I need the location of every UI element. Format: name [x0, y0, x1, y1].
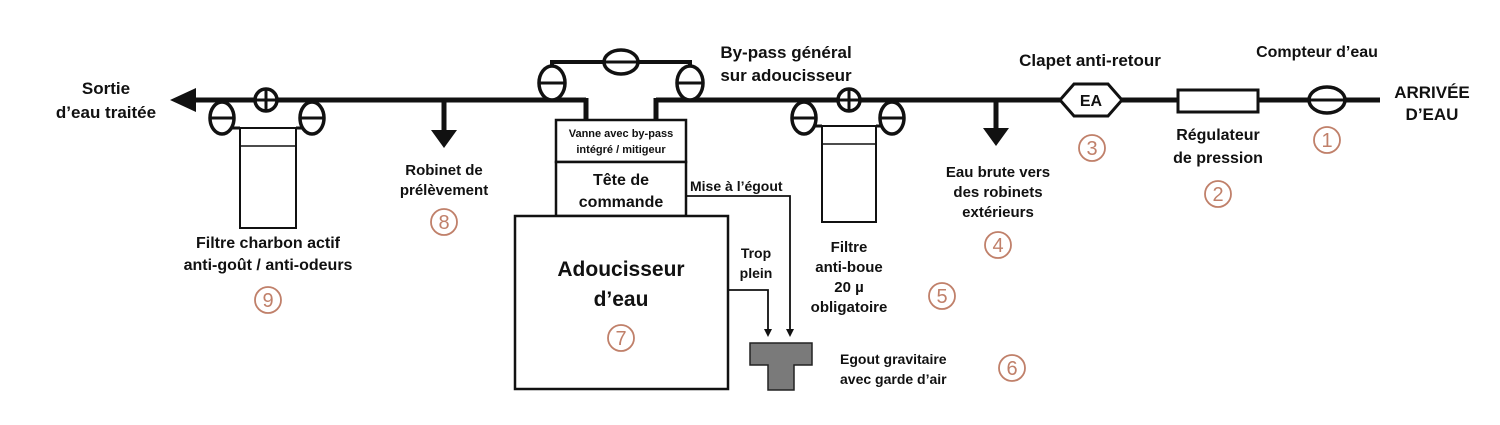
clapet-label: Clapet anti-retour: [1019, 51, 1161, 70]
water-meter: Compteur d’eau 1: [1256, 44, 1378, 154]
charcoal-filter: Filtre charbon actif anti-goût / anti-od…: [184, 87, 353, 314]
badge-6: 6: [1006, 358, 1017, 380]
eau-brute-line-3: extérieurs: [962, 204, 1034, 221]
adoucisseur-line-1: Adoucisseur: [557, 258, 684, 281]
softener-tank: Adoucisseur d’eau 7: [513, 214, 730, 391]
general-bypass-loop: [537, 48, 705, 102]
badge-5: 5: [936, 286, 947, 308]
water-inlet: ARRIVÉE D’EAU: [1394, 83, 1470, 124]
badge-4: 4: [992, 235, 1003, 257]
check-valve: EA Clapet anti-retour 3: [1019, 51, 1161, 162]
regulateur-line-2: de pression: [1173, 150, 1263, 167]
badge-8: 8: [438, 212, 449, 234]
bypass-line-2: sur adoucisseur: [720, 66, 852, 85]
ea-label: EA: [1080, 93, 1103, 110]
trop-plein-line-2: plein: [740, 265, 773, 281]
pressure-regulator: Régulateur de pression 2: [1173, 88, 1263, 208]
arrivee-line-1: ARRIVÉE: [1394, 83, 1470, 102]
badge-7-circle: [607, 324, 635, 352]
drain-lines: Mise à l’égout Trop plein: [686, 178, 794, 337]
badge-1-circle: [1313, 126, 1341, 154]
badge-7: 7: [615, 328, 626, 350]
badge-4-circle: [984, 231, 1012, 259]
mise-egout-label: Mise à l’égout: [690, 178, 783, 194]
badge-2: 2: [1212, 184, 1223, 206]
badge-2-circle: [1204, 180, 1232, 208]
regulateur-line-1: Régulateur: [1176, 127, 1260, 144]
treated-water-outlet: Sortie d’eau traitée: [56, 79, 156, 122]
badge-8-circle: [430, 208, 458, 236]
egout-line-2: avec garde d’air: [840, 371, 947, 387]
eau-brute-line-2: des robinets: [953, 184, 1042, 201]
compteur-label: Compteur d’eau: [1256, 44, 1378, 61]
filtre-boue-line-1: Filtre: [831, 239, 868, 256]
badge-6-circle: [998, 354, 1026, 382]
filtre-charbon-line-1: Filtre charbon actif: [196, 235, 341, 252]
badge-9-circle: [254, 286, 282, 314]
tete-line-1: Tête de: [593, 172, 649, 189]
vanne-line-1: Vanne avec by-pass: [569, 128, 674, 140]
filtre-boue-line-4: obligatoire: [811, 299, 888, 316]
badge-5-circle: [928, 282, 956, 310]
eau-brute-line-1: Eau brute vers: [946, 164, 1050, 181]
trop-plein-line-1: Trop: [741, 245, 771, 261]
valve-connections: [583, 98, 659, 120]
gravity-drain: Egout gravitaire avec garde d’air 6: [749, 342, 1026, 391]
sortie-line-2: d’eau traitée: [56, 103, 156, 122]
badge-1: 1: [1321, 130, 1332, 152]
bypass-general-label: By-pass général sur adoucisseur: [720, 43, 852, 85]
filtre-charbon-line-2: anti-goût / anti-odeurs: [184, 257, 353, 274]
badge-3-circle: [1078, 134, 1106, 162]
badge-3: 3: [1086, 138, 1097, 160]
tete-line-2: commande: [579, 194, 664, 211]
vanne-line-2: intégré / mitigeur: [576, 144, 666, 156]
robinet-line-2: prélèvement: [400, 182, 488, 199]
filtre-boue-line-2: anti-boue: [815, 259, 883, 276]
filtre-boue-line-3: 20 µ: [834, 279, 864, 296]
control-valve: Vanne avec by-pass intégré / mitigeur: [554, 118, 688, 164]
bypass-line-1: By-pass général: [720, 43, 851, 62]
arrivee-line-2: D’EAU: [1406, 105, 1459, 124]
adoucisseur-line-2: d’eau: [594, 288, 649, 311]
raw-water-outlet: Eau brute vers des robinets extérieurs 4: [946, 100, 1050, 259]
badge-9: 9: [262, 290, 273, 312]
egout-line-1: Egout gravitaire: [840, 351, 947, 367]
sortie-line-1: Sortie: [82, 79, 130, 98]
robinet-line-1: Robinet de: [405, 162, 483, 179]
sampling-tap: Robinet de prélèvement 8: [400, 100, 488, 236]
control-head: Tête de commande: [554, 160, 688, 218]
sediment-filter: Filtre anti-boue 20 µ obligatoire 5: [790, 87, 956, 316]
